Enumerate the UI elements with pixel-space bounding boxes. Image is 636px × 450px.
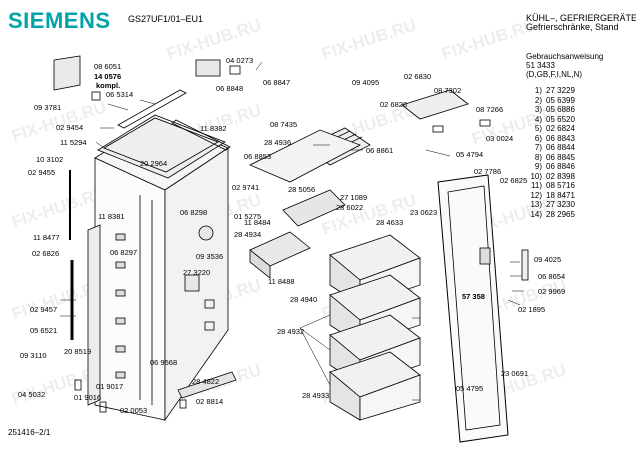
part-callout: 57 358	[462, 292, 485, 301]
part-callout: 28 6022	[336, 203, 364, 212]
part-callout: 02 9457	[30, 305, 58, 314]
part-callout: 03 0024	[486, 134, 514, 143]
legend-row: 12)18 8471	[530, 190, 575, 200]
part-callout: 02 6825	[500, 176, 528, 185]
part-callout: 28 4934	[234, 230, 262, 239]
parts-legend: 1)27 3229 2)05 6399 3)05 6886 4)05 6520 …	[524, 86, 575, 219]
part-callout: 02 0053	[120, 406, 148, 415]
part-callout: 06 8654	[538, 272, 566, 281]
part-callout: 06 8298	[180, 208, 208, 217]
part-callout: 02 6830	[404, 72, 432, 81]
part-callout: 02 6826	[32, 249, 60, 258]
legend-row: 6)06 8843	[534, 133, 575, 143]
part-callout: 09 3536	[196, 252, 224, 261]
part-callout: 02 9455	[28, 168, 56, 177]
part-callout: 04 5032	[18, 390, 46, 399]
part-callout: 09 4025	[534, 255, 562, 264]
model-number: GS27UF1/01–EU1	[128, 14, 204, 24]
legend-row: 4)05 6520	[534, 114, 575, 124]
part-callout: 27 3220	[183, 268, 211, 277]
door	[437, 174, 509, 443]
part-callout: 02 9969	[538, 287, 566, 296]
category-title: KÜHL–, GEFRIERGERÄTE	[526, 13, 636, 23]
part-callout: 02 6828	[380, 100, 408, 109]
part-callout: 09 4095	[352, 78, 380, 87]
part-callout: 05 6521	[30, 326, 58, 335]
part-callout: 06 9568	[150, 358, 178, 367]
part-callout: 27 1089	[340, 193, 368, 202]
part-callout: 06 8853	[244, 152, 272, 161]
manual-number: 51 3433	[526, 61, 555, 70]
part-callout: kompl.	[96, 81, 121, 90]
manual-title: Gebrauchsanweisung	[526, 52, 604, 61]
part-callout: 02 7786	[474, 167, 502, 176]
part-callout: 11 8382	[200, 124, 227, 133]
part-callout: 02 9741	[232, 183, 260, 192]
part-callout: 28 4940	[290, 295, 318, 304]
part-callout: 06 5314	[106, 90, 134, 99]
part-callout: 28 4932	[277, 327, 305, 336]
part-callout: 06 8297	[110, 248, 138, 257]
part-callout: 08 6051	[94, 62, 122, 71]
freezer-drawers	[329, 234, 421, 421]
legend-row: 14)28 2965	[530, 209, 575, 219]
condenser	[249, 129, 361, 183]
top-cover	[97, 114, 226, 179]
brand-logo: SIEMENS	[8, 8, 111, 33]
legend-row: 10)02 8398	[530, 171, 575, 181]
part-callout: 23 0623	[410, 208, 438, 217]
part-callout: 04 0273	[226, 56, 254, 65]
part-callout: 28 4933	[302, 391, 330, 400]
manual-block: Gebrauchsanweisung 51 3433 (D,GB,F,I,NL,…	[526, 52, 603, 79]
category-subtitle: Gefrierschränke, Stand	[526, 22, 619, 32]
legend-row: 11)08 5716	[531, 181, 575, 190]
part-callout: 01 9017	[96, 382, 124, 391]
part-callout: 20 8519	[64, 347, 92, 356]
part-callout: 02 1895	[518, 305, 546, 314]
part-callout: 05 4795	[456, 384, 484, 393]
legend-row: 5)02 6824	[534, 124, 575, 133]
cabinet-front-left	[94, 157, 166, 421]
legend-row: 2)05 6399	[534, 95, 575, 105]
legend-row: 13)27 3230	[530, 200, 575, 209]
part-callout: 06 8848	[216, 84, 244, 93]
part-callout: 20 2964	[140, 159, 168, 168]
part-callout: 10 3102	[36, 155, 64, 164]
part-callout: 14 0576	[94, 72, 122, 81]
shelf-clips	[115, 233, 126, 379]
part-callout: 11 8488	[268, 277, 295, 286]
part-callout: 01 5275	[234, 212, 262, 221]
legend-row: 3)05 6886	[534, 105, 575, 114]
part-callout: 28 4936	[264, 138, 292, 147]
legend-row: 1)27 3229	[534, 86, 575, 95]
part-callout: 11 8484	[244, 218, 271, 227]
legend-row: 8)06 8845	[534, 152, 575, 162]
part-callout: 02 9454	[56, 123, 84, 132]
side-panel	[87, 224, 101, 406]
part-callout: 28 4633	[376, 218, 404, 227]
base-grille	[177, 371, 237, 399]
part-callout: 08 7302	[434, 86, 462, 95]
part-callout: 08 7435	[270, 120, 298, 129]
legend-row: 9)06 8846	[534, 162, 575, 171]
part-callout: 01 9016	[74, 393, 102, 402]
part-callout: 11 5294	[60, 138, 87, 147]
part-callout: 05 4794	[456, 150, 484, 159]
part-callout: 11 8381	[98, 212, 125, 221]
part-callout: 08 7266	[476, 105, 504, 114]
part-callout: 02 8814	[196, 397, 224, 406]
part-callout: 06 8847	[263, 78, 291, 87]
part-callout: 23 0691	[501, 369, 529, 378]
part-callout: 28 5056	[288, 185, 316, 194]
part-callout: 09 3781	[34, 103, 62, 112]
part-callout: 06 8861	[366, 146, 394, 155]
document-reference: 251416–2/1	[8, 428, 51, 437]
part-callout: 11 8477	[33, 233, 60, 242]
manual-languages: (D,GB,F,I,NL,N)	[526, 70, 583, 79]
legend-row: 7)06 8844	[534, 143, 575, 152]
part-callout: 28 4822	[192, 377, 220, 386]
part-callout: 09 3110	[20, 351, 47, 360]
